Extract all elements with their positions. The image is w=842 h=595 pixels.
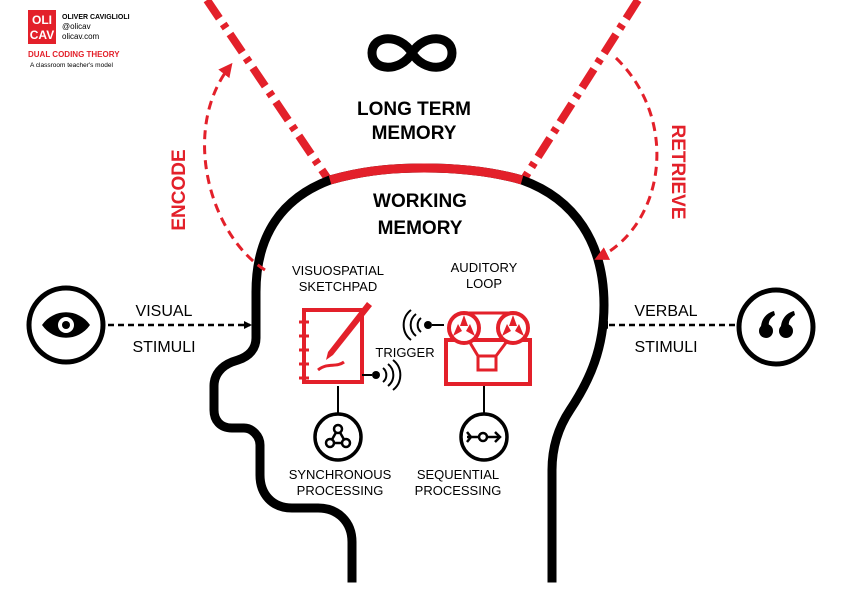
- ltm-channel-left: [203, 0, 334, 185]
- head-top-highlight: [328, 163, 524, 185]
- author-website: olicav.com: [62, 32, 100, 41]
- head-outline: [209, 163, 609, 583]
- encode-label: ENCODE: [169, 149, 190, 230]
- tape-recorder-icon: [444, 311, 532, 386]
- author-logo: OLI CAV: [28, 10, 56, 44]
- page-title: DUAL CODING THEORY: [28, 50, 120, 59]
- auditory-label-line2: LOOP: [466, 276, 502, 291]
- auditory-label-line1: AUDITORY: [451, 260, 518, 275]
- retrieve-label: RETRIEVE: [667, 124, 688, 219]
- wm-label-line1: WORKING: [373, 191, 467, 212]
- signal-in-icon: [402, 309, 432, 341]
- page-subtitle: A classroom teacher's model: [30, 62, 113, 69]
- encode-arrow: [203, 62, 266, 272]
- visuospatial-label-line1: VISUOSPATIAL: [292, 263, 384, 278]
- eye-icon: [26, 285, 106, 365]
- infinity-icon: [367, 34, 457, 72]
- sequential-label-line2: PROCESSING: [415, 483, 502, 498]
- retrieve-arrow: [594, 56, 659, 260]
- sequence-icon: [459, 412, 509, 462]
- visuospatial-label-line2: SKETCHPAD: [299, 279, 378, 294]
- ltm-label-line1: LONG TERM: [357, 99, 471, 120]
- signal-out-icon: [372, 359, 402, 391]
- synchronous-label-line1: SYNCHRONOUS: [289, 467, 392, 482]
- ltm-label-line2: MEMORY: [372, 123, 457, 144]
- logo-line-2: CAV: [30, 28, 54, 42]
- ltm-channel-right: [518, 0, 642, 185]
- verbal-label-line1: VERBAL: [634, 303, 697, 320]
- sketchpad-icon: [299, 302, 372, 384]
- logo-line-1: OLI: [32, 13, 52, 27]
- visual-label-line2: STIMULI: [132, 339, 195, 356]
- quote-icon: [736, 287, 816, 367]
- verbal-label-line2: STIMULI: [634, 339, 697, 356]
- wm-label-line2: MEMORY: [378, 218, 463, 239]
- trigger-label: TRIGGER: [375, 345, 434, 360]
- network-icon: [313, 412, 363, 462]
- sequential-label-line1: SEQUENTIAL: [417, 467, 499, 482]
- author-name: OLIVER CAVIGLIOLI: [62, 14, 130, 21]
- visual-label-line1: VISUAL: [136, 303, 193, 320]
- author-handle: @olicav: [62, 22, 91, 31]
- synchronous-label-line2: PROCESSING: [297, 483, 384, 498]
